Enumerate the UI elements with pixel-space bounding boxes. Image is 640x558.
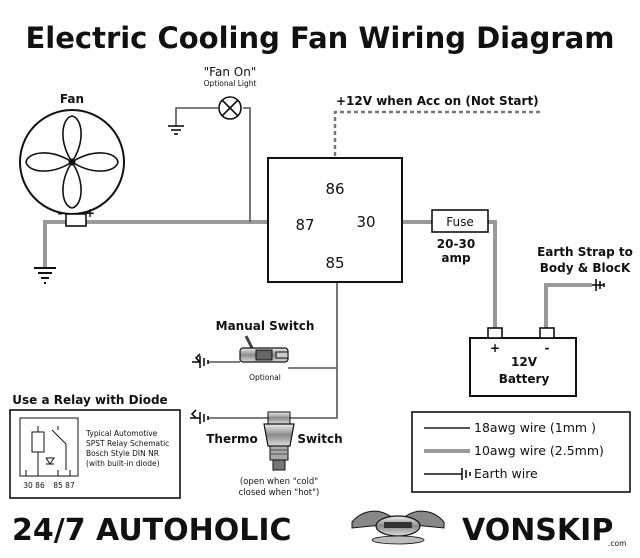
wire-light-ground	[175, 107, 218, 126]
battery-label: Battery	[499, 372, 550, 386]
fan-blades-icon	[25, 115, 119, 209]
fan-minus: -	[58, 206, 63, 220]
relay-note-line-1: Typical Automotive	[85, 429, 158, 438]
wire-85-to-thermo	[290, 282, 338, 419]
light-sublabel: Optional Light	[204, 79, 257, 88]
fan-label: Fan	[60, 92, 84, 106]
page-title: Electric Cooling Fan Wiring Diagram	[25, 21, 614, 55]
fuse-rating-unit: amp	[441, 251, 471, 265]
toggle-switch-icon	[239, 335, 289, 363]
fan: Fan - +	[19, 92, 125, 227]
brand-left: 24/7 AUTOHOLIC	[12, 513, 292, 548]
battery-body	[469, 337, 577, 397]
relay: 86 87 30 85	[267, 157, 403, 283]
ground-icon	[168, 125, 184, 135]
battery-minus: -	[545, 341, 550, 355]
legend: 18awg wire (1mm ) 10awg wire (2.5mm) Ear…	[411, 411, 631, 493]
manual-switch: Manual Switch Optional	[216, 319, 315, 382]
relay-note-pins-right: 85 87	[53, 481, 75, 490]
legend-item-earth: Earth wire	[474, 466, 538, 481]
wires	[43, 107, 592, 419]
light-label: "Fan On"	[204, 65, 257, 79]
relay-note-line-4: (with built-in diode)	[86, 459, 160, 468]
wire-battery-to-strap	[544, 283, 592, 330]
fuse-rating: 20-30	[437, 237, 475, 251]
fan-connector	[65, 213, 87, 227]
thermo-switch: Thermo Switch (open when "cold" closed w…	[206, 411, 343, 498]
relay-pin-87: 87	[295, 216, 314, 234]
legend-item-18awg: 18awg wire (1mm )	[474, 420, 596, 435]
battery-plus: +	[490, 341, 500, 355]
battery-terminal-positive	[487, 327, 503, 339]
thermo-note-1: (open when "cold"	[240, 477, 318, 487]
relay-pin-86: 86	[325, 180, 344, 198]
earth-strap-label-1: Earth Strap to	[537, 245, 633, 259]
thermo-label-left: Thermo	[206, 432, 258, 446]
earth-arrow-icon	[592, 279, 605, 291]
fan-plus: +	[85, 206, 95, 220]
relay-pin-85: 85	[325, 254, 344, 272]
relay-note-heading: Use a Relay with Diode	[12, 393, 167, 407]
battery: + - 12V Battery	[469, 327, 577, 397]
relay-body	[267, 157, 403, 283]
fan-hub	[68, 158, 76, 166]
wire-fuse-to-battery	[488, 220, 497, 330]
wire-acc-12v	[333, 110, 540, 158]
battery-voltage: 12V	[511, 355, 538, 369]
power-label: +12V when Acc on (Not Start)	[336, 94, 539, 108]
manual-switch-note: Optional	[249, 373, 281, 382]
relay-note-pins-left: 30 86	[23, 481, 45, 490]
footer: 24/7 AUTOHOLIC VONSKIP .com	[12, 510, 626, 548]
relay-note-line-2: SPST Relay Schematic	[86, 439, 169, 448]
ground-icon	[34, 267, 56, 284]
relay-note: Use a Relay with Diode 30 86 85 87 Typic…	[9, 393, 181, 499]
relay-note-line-3: Bosch Style DIN NR	[86, 449, 159, 458]
legend-swatch-earth	[424, 468, 471, 480]
manual-switch-label: Manual Switch	[216, 319, 315, 333]
fuse-body	[431, 209, 489, 233]
thermo-note-2: closed when "hot")	[239, 488, 320, 498]
battery-terminal-negative	[539, 327, 555, 339]
fan-on-light: "Fan On" Optional Light	[204, 65, 257, 120]
thermo-sensor-icon	[263, 411, 295, 471]
wire-light-to-87	[243, 107, 251, 222]
relay-pin-30: 30	[356, 213, 375, 231]
earth-strap-label-2: Body & BlocK	[540, 261, 631, 275]
fuse-label: Fuse	[446, 215, 474, 229]
thermo-label-right: Switch	[297, 432, 342, 446]
earth-arrow-icon	[192, 353, 209, 368]
legend-item-10awg: 10awg wire (2.5mm)	[474, 443, 604, 458]
wire-fan-ground	[43, 220, 67, 268]
brand-right: VONSKIP	[462, 513, 613, 548]
winged-car-logo-icon	[351, 510, 445, 545]
earth-strap: Earth Strap to Body & BlocK	[537, 245, 633, 291]
earth-arrow-icon	[190, 409, 209, 424]
fuse: Fuse 20-30 amp	[431, 209, 489, 265]
relay-schematic-icon	[19, 417, 79, 477]
brand-domain: .com	[608, 539, 626, 548]
